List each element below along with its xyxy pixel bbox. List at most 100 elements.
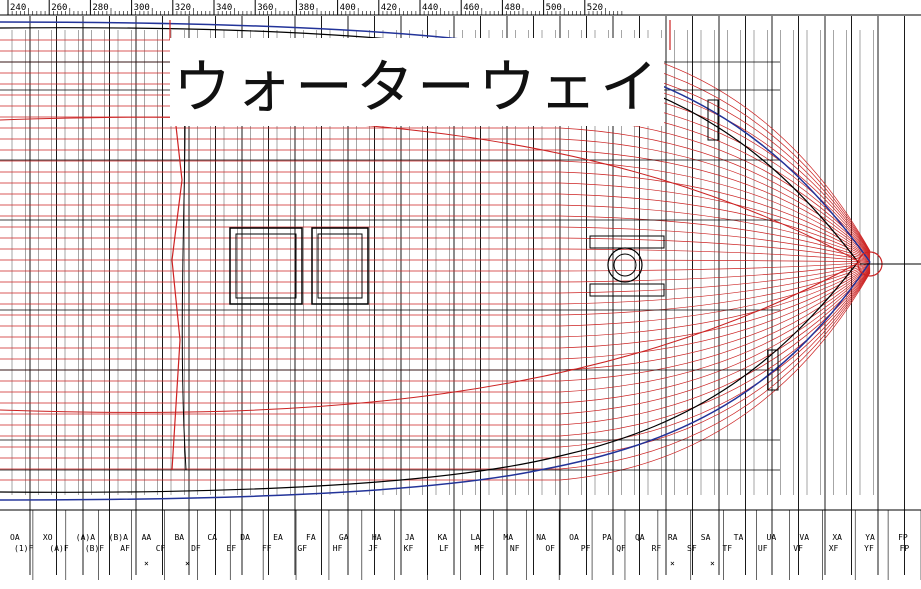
cross-mark: ×	[670, 559, 675, 568]
waterline	[0, 160, 871, 258]
ruler-label: 320	[175, 3, 191, 13]
frame-lower-label: GF	[297, 544, 307, 553]
waterline	[0, 269, 871, 426]
hatch-left-inner	[235, 233, 297, 299]
frame-lower-label: NF	[510, 544, 520, 553]
frame-upper-label: EA	[273, 533, 283, 542]
waterline	[0, 248, 871, 262]
waterline	[0, 116, 871, 255]
frame-lower-label: QF	[616, 544, 626, 553]
frame-upper-label: LA	[471, 533, 481, 542]
frame-upper-label: OA	[569, 533, 579, 542]
frame-lower-label: FF	[262, 544, 272, 553]
ruler-label: 520	[587, 3, 603, 13]
frame-upper-label: AA	[142, 533, 152, 542]
title-panel: ウォーターウェイ	[170, 38, 664, 126]
ruler-label: 400	[340, 3, 356, 13]
hull-red-curve-upper	[0, 116, 861, 263]
waterline	[0, 272, 871, 481]
frame-upper-label: DA	[240, 533, 250, 542]
hull-red-bulkhead	[169, 20, 183, 471]
frame-lower-label: AF	[120, 544, 130, 553]
frame-upper-label: FP	[898, 533, 908, 542]
waterline	[0, 204, 871, 260]
waterline	[0, 271, 871, 459]
waterline	[0, 270, 871, 437]
ruler-label: 340	[216, 3, 232, 13]
cross-mark: ×	[710, 559, 715, 568]
ruler-label: 480	[504, 3, 520, 13]
frame-upper-label: QA	[635, 533, 645, 542]
frame-upper-label: PA	[602, 533, 612, 542]
frame-lower-label: FP	[900, 544, 910, 553]
hatch-right-inner	[317, 233, 363, 299]
cross-mark: ×	[185, 559, 190, 568]
ruler-label: 300	[134, 3, 150, 13]
frame-upper-label: TA	[734, 533, 744, 542]
frame-upper-label: GA	[339, 533, 349, 542]
waterline	[0, 226, 871, 261]
waterline	[0, 215, 871, 261]
bitt-upper	[589, 235, 665, 249]
frame-lower-label: EF	[227, 544, 237, 553]
waterline	[0, 266, 871, 349]
frame-upper-label: VA	[799, 533, 809, 542]
frame-lower-label: LF	[439, 544, 449, 553]
windlass-outer	[607, 247, 643, 283]
ruler-label: 260	[51, 3, 67, 13]
frame-upper-label: (B)A	[109, 533, 128, 542]
cross-mark: ×	[144, 559, 149, 568]
hatch-left	[229, 227, 303, 305]
waterline	[0, 267, 871, 382]
frame-upper-label: KA	[438, 533, 448, 542]
waterline	[0, 182, 871, 259]
frame-lower-label: YF	[864, 544, 874, 553]
ruler-label: 240	[10, 3, 26, 13]
frame-upper-label: RA	[668, 533, 678, 542]
waterline	[0, 262, 871, 283]
frame-lower-label: SF	[687, 544, 697, 553]
frame-lower-label: HF	[333, 544, 343, 553]
ruler-label: 420	[381, 3, 397, 13]
waterline	[0, 269, 871, 415]
frame-lower-label: RF	[652, 544, 662, 553]
drawing-title: ウォーターウェイ	[172, 53, 661, 121]
frame-upper-label: UA	[767, 533, 777, 542]
waterline	[0, 272, 871, 470]
frame-lower-label: KF	[404, 544, 414, 553]
deck-structures	[229, 99, 921, 391]
waterline	[0, 138, 871, 257]
waterline	[0, 264, 871, 327]
ruler-label: 380	[298, 3, 314, 13]
frame-cross-marks: × × × ×	[144, 559, 715, 568]
frame-lower-label: OF	[545, 544, 555, 553]
frame-upper-label: JA	[405, 533, 415, 542]
waterline	[0, 149, 871, 257]
frame-upper-label: XO	[43, 533, 53, 542]
frame-lower-label: CF	[156, 544, 166, 553]
frame-lower-label: TF	[722, 544, 732, 553]
hatch-right	[311, 227, 369, 305]
windlass-inner	[613, 253, 637, 277]
frame-upper-label: SA	[701, 533, 711, 542]
frame-upper-label: (A)A	[76, 533, 95, 542]
waterline	[0, 266, 871, 360]
ruler-label: 280	[92, 3, 108, 13]
frame-upper-label: NA	[536, 533, 546, 542]
waterline	[0, 127, 871, 256]
waterline	[0, 271, 871, 448]
frame-lower-label: VF	[793, 544, 803, 553]
ruler-label: 460	[463, 3, 479, 13]
waterline	[0, 262, 871, 272]
frame-upper-label: YA	[865, 533, 875, 542]
frame-lower-label: PF	[581, 544, 591, 553]
waterline	[0, 193, 871, 259]
waterline	[0, 263, 871, 294]
waterline	[0, 259, 871, 263]
waterline	[0, 237, 871, 262]
frame-upper-label: XA	[832, 533, 842, 542]
